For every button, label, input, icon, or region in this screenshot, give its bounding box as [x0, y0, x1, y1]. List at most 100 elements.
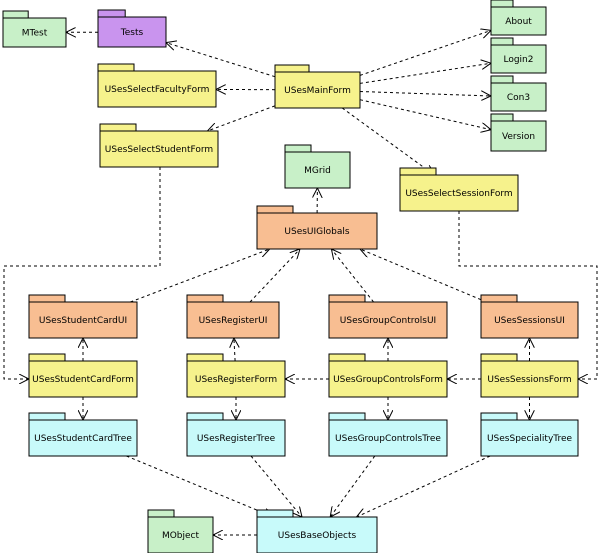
package-tab — [480, 412, 518, 421]
package-body — [28, 360, 138, 398]
dependency-register-ui-to-ui-globals — [249, 249, 300, 303]
package-tests[interactable]: Tests — [97, 9, 167, 48]
package-login2[interactable]: Login2 — [490, 37, 547, 74]
package-label: USesRegisterForm — [195, 375, 277, 385]
package-label: About — [505, 17, 532, 27]
dependency-main-form-to-con3 — [359, 92, 491, 97]
package-mgrid[interactable]: MGrid — [284, 144, 351, 189]
package-body — [490, 6, 547, 36]
package-label: USesSelectStudentForm — [105, 145, 213, 155]
package-label: USesRegisterUI — [199, 316, 268, 326]
package-body — [186, 360, 286, 398]
package-tab — [28, 353, 66, 362]
package-tab — [490, 113, 514, 122]
package-tab — [186, 353, 224, 362]
package-tab — [99, 123, 137, 132]
package-body — [328, 360, 448, 398]
package-version[interactable]: Version — [490, 113, 547, 152]
package-body — [480, 301, 579, 339]
dependency-group-controls-ui-to-ui-globals — [331, 249, 374, 303]
dependency-sessions-ui-to-ui-globals — [360, 249, 487, 303]
package-tab — [480, 353, 518, 362]
package-select-student[interactable]: USesSelectStudentForm — [99, 123, 219, 168]
package-label: USesStudentCardTree — [34, 434, 132, 444]
package-tab — [97, 63, 135, 72]
package-body — [284, 151, 351, 189]
package-label: USesSessionsForm — [487, 375, 571, 385]
package-body — [480, 419, 579, 457]
dependency-student-card-tree-to-base-objects — [126, 455, 273, 517]
package-register-tree[interactable]: USesRegisterTree — [186, 412, 286, 457]
package-student-card-form[interactable]: USesStudentCardForm — [28, 353, 138, 398]
package-group-controls-form[interactable]: USesGroupControlsForm — [328, 353, 448, 398]
package-label: Tests — [120, 28, 144, 38]
package-label: Con3 — [507, 93, 530, 103]
package-main-form[interactable]: USesMainForm — [274, 64, 361, 109]
package-tab — [490, 75, 514, 84]
dependency-student-card-ui-to-ui-globals — [130, 249, 269, 303]
package-body — [147, 516, 214, 553]
dependency-main-form-to-about — [359, 30, 491, 76]
package-body — [186, 419, 286, 457]
package-body — [256, 212, 378, 250]
package-label: USesSelectFacultyForm — [105, 85, 210, 95]
package-body — [399, 174, 519, 212]
package-group-controls-ui[interactable]: USesGroupControlsUI — [328, 294, 448, 339]
dependency-main-form-to-version — [359, 99, 491, 130]
dependency-group-controls-tree-to-base-objects — [330, 455, 376, 517]
package-label: USesGroupControlsForm — [333, 375, 443, 385]
package-body — [2, 17, 67, 48]
package-tab — [284, 144, 312, 153]
package-tab — [2, 10, 29, 19]
package-label: Login2 — [503, 55, 533, 65]
package-mtest[interactable]: MTest — [2, 10, 67, 48]
dependency-register-form-to-register-ui — [234, 338, 235, 362]
package-con3[interactable]: Con3 — [490, 75, 547, 112]
package-label: USesStudentCardUI — [39, 316, 127, 326]
package-body — [480, 360, 579, 398]
package-tab — [399, 167, 437, 176]
package-label: MObject — [162, 531, 200, 541]
package-student-card-ui[interactable]: USesStudentCardUI — [28, 294, 138, 339]
package-tab — [480, 294, 518, 303]
package-tab — [28, 412, 66, 421]
package-label: USesGroupControlsUI — [340, 316, 436, 326]
package-label: USesSpecialityTree — [487, 434, 573, 444]
package-select-faculty[interactable]: USesSelectFacultyForm — [97, 63, 217, 108]
package-tab — [97, 9, 126, 18]
dependency-speciality-tree-to-base-objects — [356, 455, 491, 517]
package-body — [328, 419, 448, 457]
package-body — [490, 120, 547, 152]
package-label: USesUIGlobals — [284, 227, 349, 237]
package-mobject[interactable]: MObject — [147, 509, 214, 553]
dependency-main-form-to-select-session — [341, 107, 434, 175]
package-group-controls-tree[interactable]: USesGroupControlsTree — [328, 412, 448, 457]
package-label: USesBaseObjects — [278, 531, 357, 541]
package-sessions-form[interactable]: USesSessionsForm — [480, 353, 579, 398]
package-label: USesSessionsUI — [494, 316, 565, 326]
package-body — [28, 419, 138, 457]
package-sessions-ui[interactable]: USesSessionsUI — [480, 294, 579, 339]
dependency-edges — [3, 30, 598, 535]
package-body — [256, 516, 378, 553]
package-tab — [328, 412, 366, 421]
package-about[interactable]: About — [490, 0, 547, 36]
package-select-session[interactable]: USesSelectSessionForm — [399, 167, 519, 212]
package-speciality-tree[interactable]: USesSpecialityTree — [480, 412, 579, 457]
package-student-card-tree[interactable]: USesStudentCardTree — [28, 412, 138, 457]
package-register-form[interactable]: USesRegisterForm — [186, 353, 286, 398]
package-base-objects[interactable]: USesBaseObjects — [256, 509, 378, 553]
package-body — [28, 301, 138, 339]
package-body — [490, 44, 547, 74]
dependency-select-student-to-student-card-form — [3, 167, 161, 379]
package-label: MGrid — [304, 166, 331, 176]
package-body — [186, 301, 280, 339]
package-register-ui[interactable]: USesRegisterUI — [186, 294, 280, 339]
package-body — [99, 130, 219, 168]
package-tab — [186, 294, 224, 303]
package-tab — [28, 294, 66, 303]
package-tab — [328, 353, 366, 362]
package-ui-globals[interactable]: USesUIGlobals — [256, 205, 378, 250]
package-label: USesRegisterTree — [197, 434, 276, 444]
package-tab — [490, 0, 514, 8]
